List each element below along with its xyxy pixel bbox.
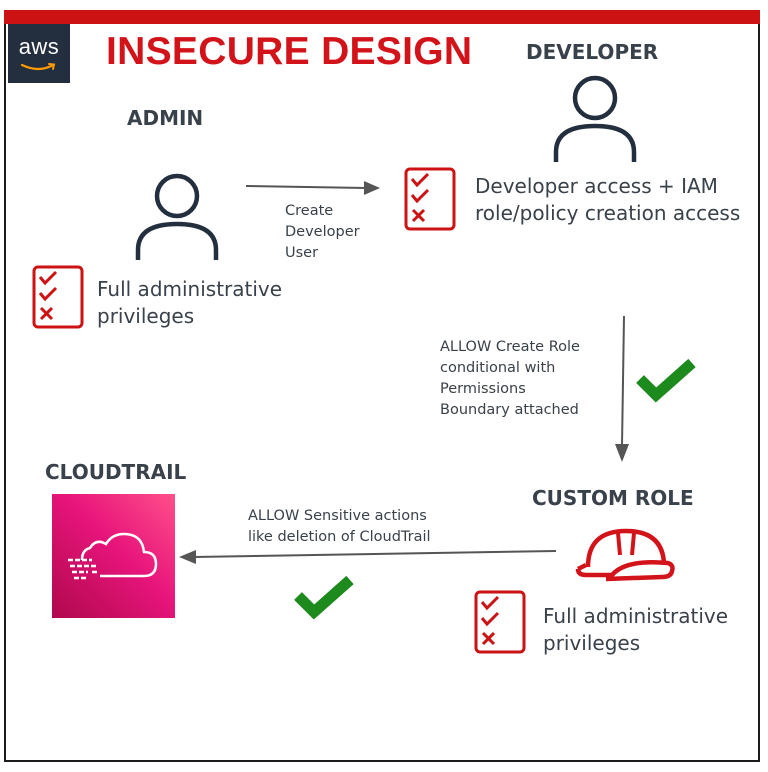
custom-role-heading: CUSTOM ROLE: [532, 486, 694, 510]
cloudtrail-icon: [52, 494, 175, 618]
admin-user-icon: [135, 173, 219, 260]
arrow-icon: [245, 181, 380, 195]
admin-heading: ADMIN: [127, 106, 204, 130]
sensitive-actions-label: ALLOW Sensitive actions like deletion of…: [248, 508, 431, 545]
aws-smile-icon: [20, 63, 56, 71]
admin-privileges-text: Full administrative privileges: [97, 277, 283, 328]
arrow-icon: [615, 315, 629, 462]
aws-logo-text: aws: [18, 34, 60, 59]
check-icon: [294, 575, 354, 620]
developer-access-text: Developer access + IAM role/policy creat…: [475, 174, 741, 225]
page-title: INSECURE DESIGN: [106, 30, 473, 73]
cloudtrail-heading: CLOUDTRAIL: [45, 460, 187, 484]
arrow-icon: [179, 550, 557, 564]
create-user-label: Create Developer User: [285, 203, 360, 261]
admin-checklist-icon: [32, 265, 84, 329]
check-icon: [636, 358, 696, 403]
developer-user-icon: [553, 75, 637, 162]
custom-role-privileges-text: Full administrative privileges: [543, 604, 729, 655]
cloud-icon: [68, 532, 158, 580]
diagram-frame: [4, 10, 760, 762]
developer-heading: DEVELOPER: [526, 40, 659, 64]
top-accent-bar: [4, 10, 760, 24]
hard-hat-icon: [575, 528, 675, 582]
custom-role-checklist-icon: [474, 590, 526, 654]
create-role-label: ALLOW Create Role conditional with Permi…: [440, 339, 580, 418]
aws-logo: aws: [8, 24, 70, 83]
developer-checklist-icon: [404, 167, 456, 231]
